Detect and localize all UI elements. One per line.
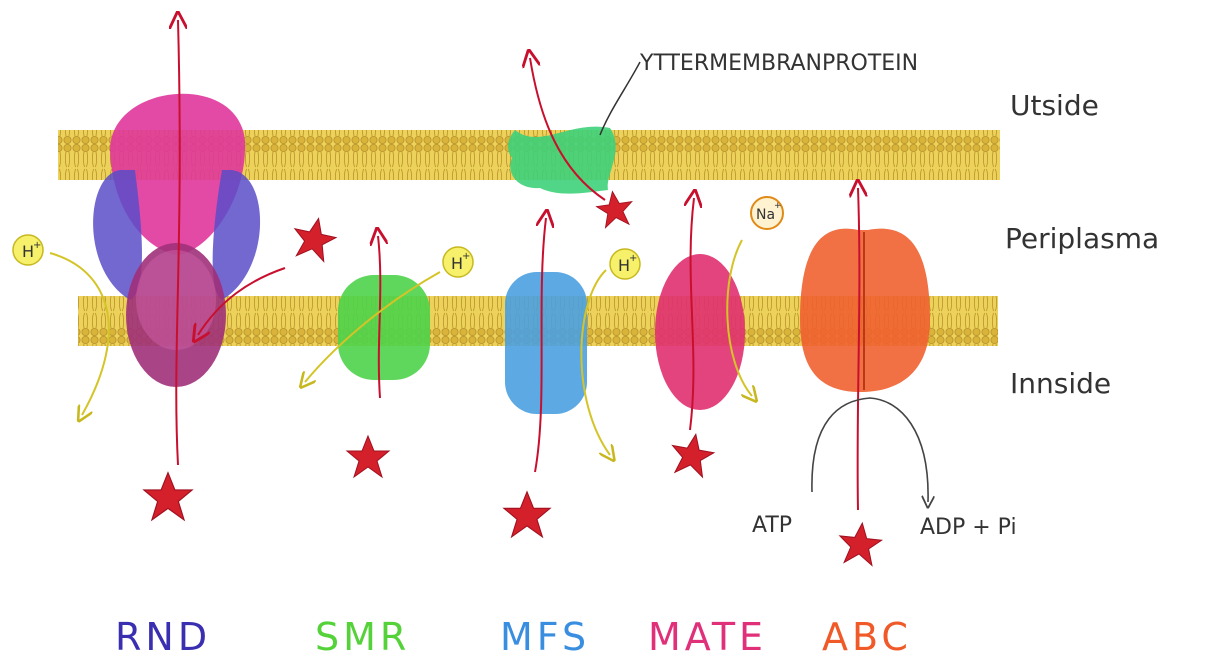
adp-pi-label: ADP + Pi	[920, 515, 1017, 540]
mate-pump	[655, 254, 745, 410]
outer-membrane-protein-pointer	[600, 62, 640, 135]
substrate-star-rnd-cytoplasm	[144, 473, 192, 520]
region-inside-label: Innside	[1010, 367, 1111, 400]
substrate-star-abc	[837, 521, 883, 566]
svg-text:+: +	[774, 201, 782, 211]
smr-pump	[338, 275, 430, 380]
sodium-badge-mate: Na +	[751, 197, 783, 229]
proton-badge-rnd: H +	[13, 235, 43, 265]
outer-membrane-protein-label: YTTERMEMBRANPROTEIN	[639, 51, 918, 76]
svg-text:+: +	[462, 251, 470, 262]
substrate-star-smr	[347, 436, 389, 477]
substrate-star-mate	[668, 431, 716, 479]
substrate-star-mfs	[504, 492, 550, 537]
region-outside-label: Utside	[1010, 89, 1099, 122]
mfs-pump	[505, 272, 587, 414]
substrate-star-omp	[595, 189, 635, 228]
outer-membrane-protein	[508, 127, 616, 194]
family-label-abc: ABC	[822, 615, 912, 659]
svg-text:+: +	[629, 253, 637, 264]
family-label-mate: MATE	[648, 615, 767, 659]
atp-label: ATP	[752, 513, 792, 538]
proton-badge-mfs: H +	[610, 249, 640, 279]
region-periplasm-label: Periplasma	[1005, 222, 1159, 255]
atp-hydrolysis-arrow	[812, 398, 928, 502]
proton-badge-smr: H +	[443, 247, 473, 277]
family-label-rnd: RND	[115, 615, 211, 659]
substrate-star-rnd-periplasm	[290, 214, 340, 263]
svg-text:Na: Na	[756, 207, 775, 223]
substrate-flow-arrows	[176, 20, 859, 510]
family-label-mfs: MFS	[500, 615, 590, 659]
family-label-smr: SMR	[315, 615, 410, 659]
svg-text:+: +	[33, 240, 41, 251]
